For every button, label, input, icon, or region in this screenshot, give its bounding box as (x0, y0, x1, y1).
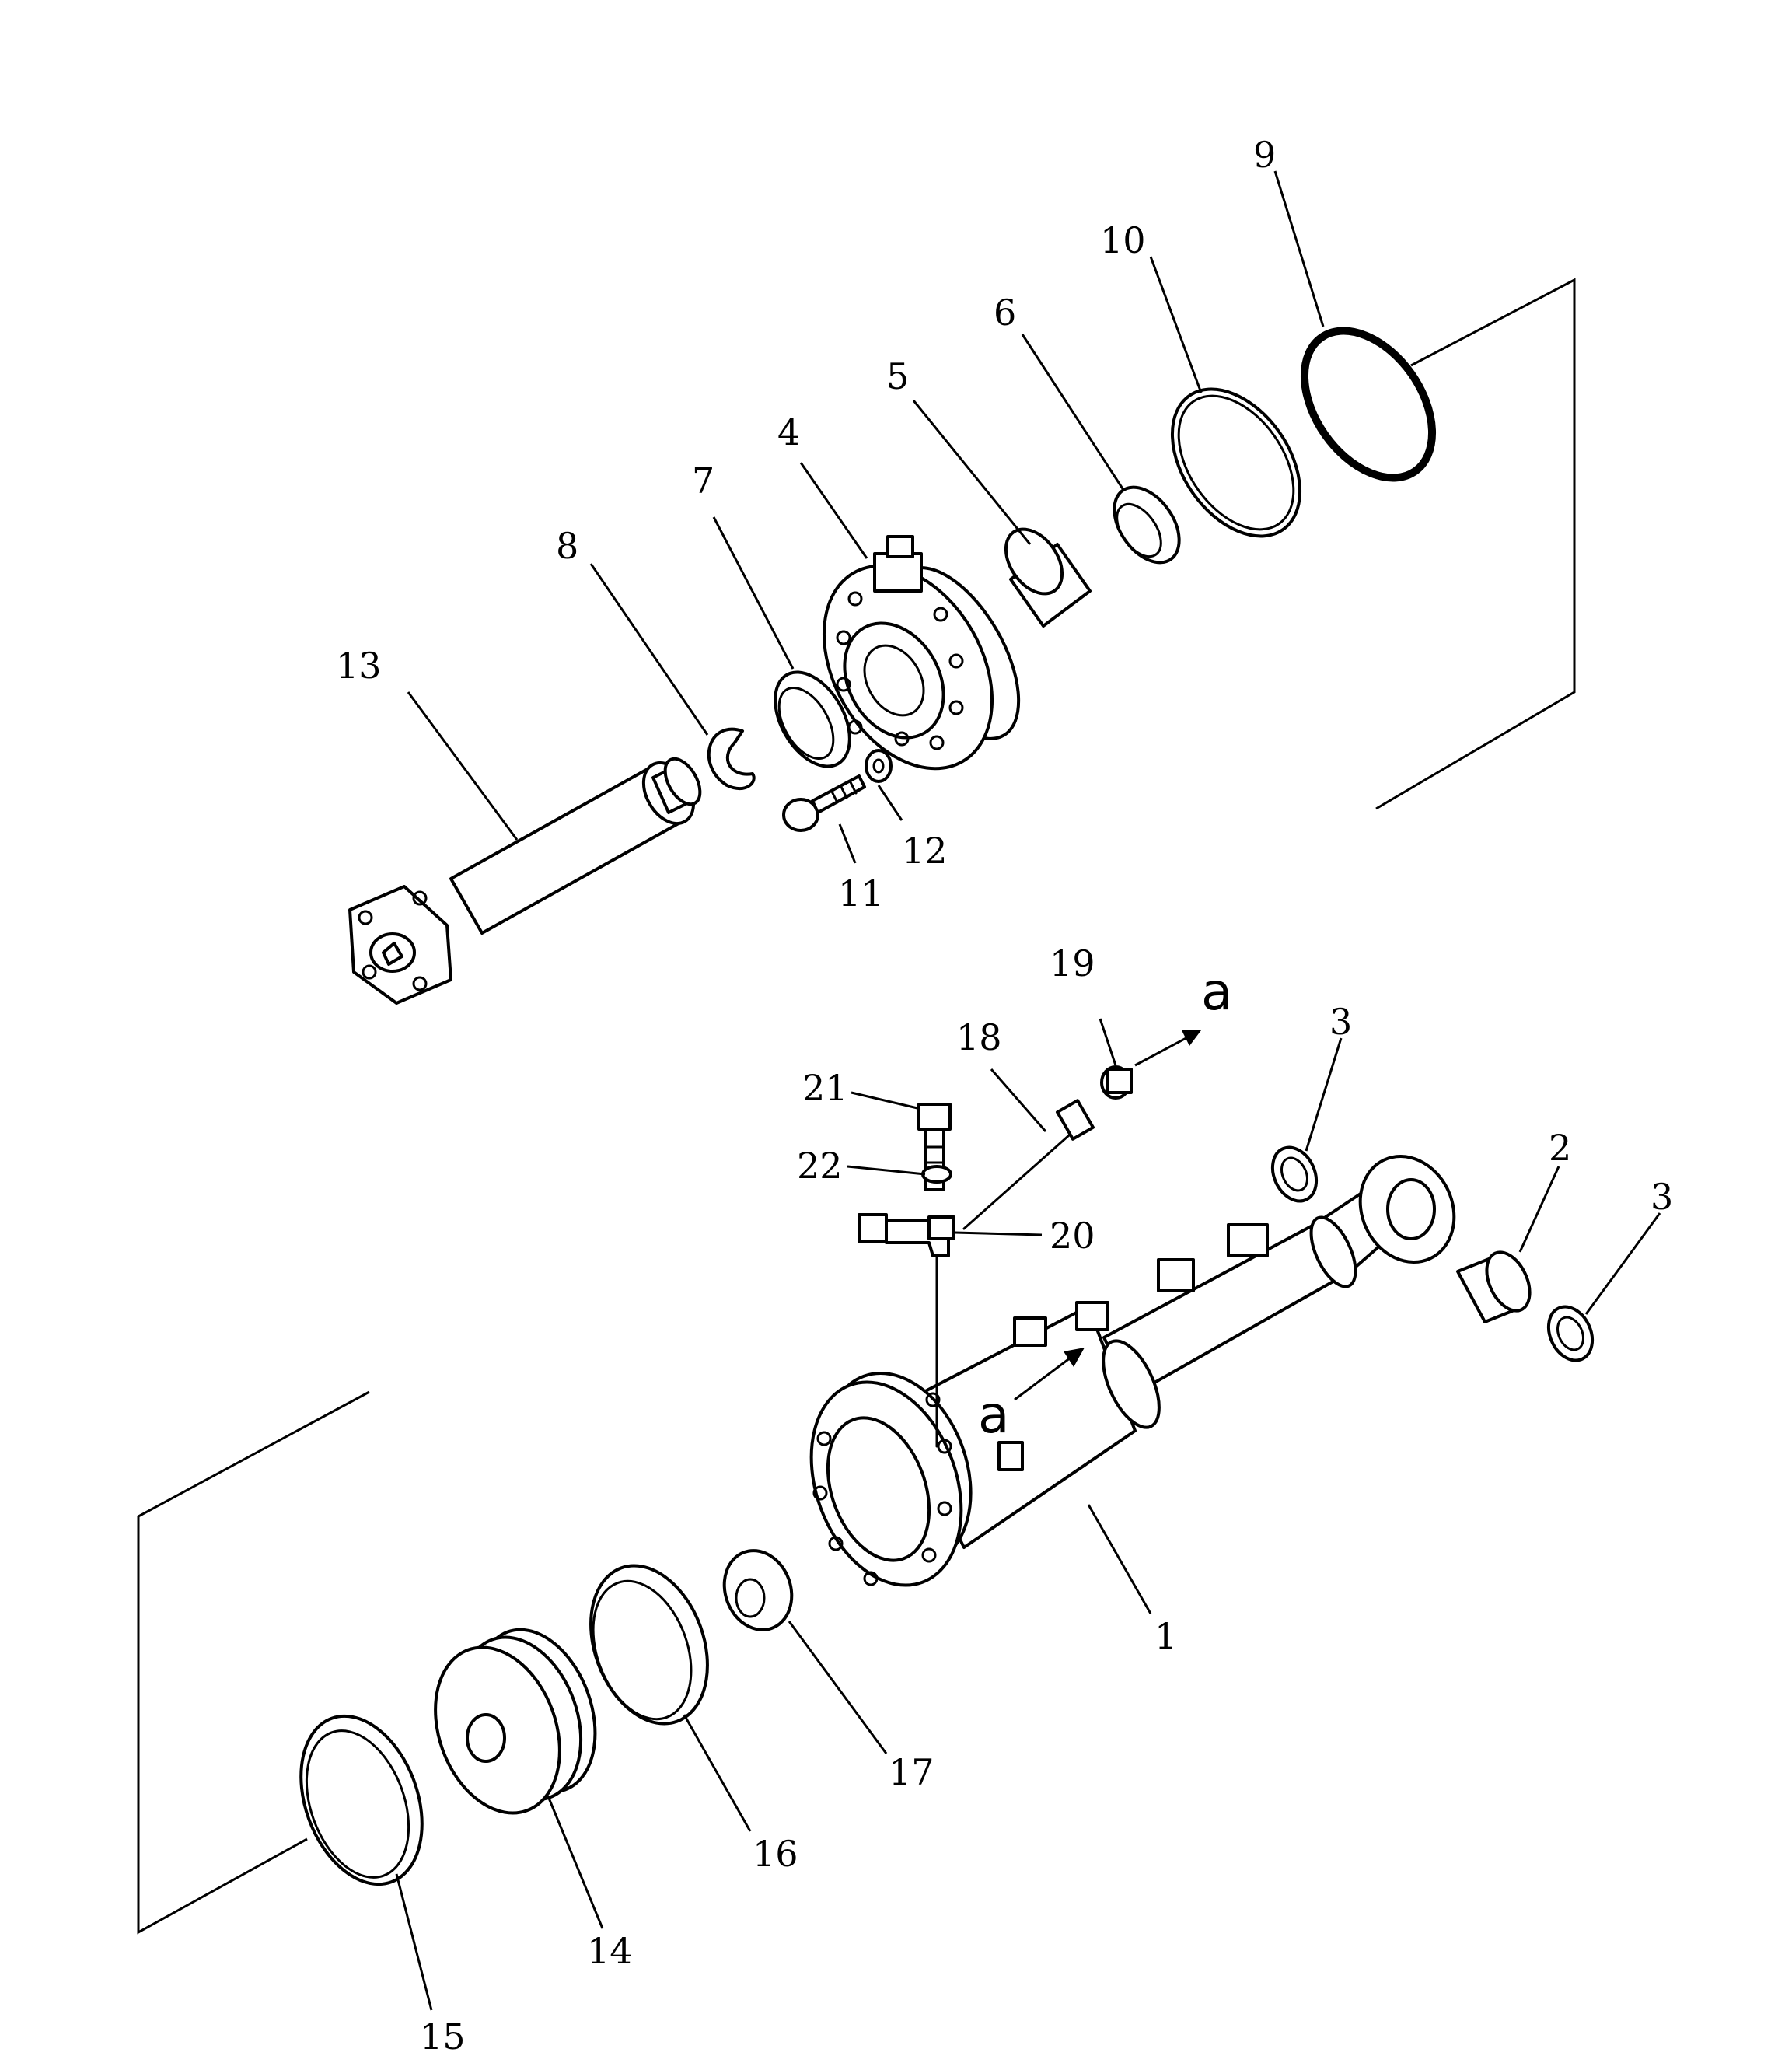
part-9-o-ring (1300, 327, 1437, 482)
callout-12: 12 (902, 830, 948, 872)
callout-10: 10 (1100, 219, 1146, 261)
part-6-bearing (1113, 485, 1181, 565)
part-5-bushing (1004, 527, 1092, 628)
part-4-cylinder-head (822, 535, 1021, 771)
upper-assembly-bracket (1375, 278, 1576, 810)
callout-9: 9 (1253, 134, 1276, 176)
part-2-bushing (1456, 1250, 1532, 1323)
callout-7: 7 (692, 460, 714, 502)
callout-17: 17 (889, 1751, 934, 1793)
part-10-backup-ring (1170, 387, 1302, 538)
part-20-elbow (858, 1213, 955, 1448)
part-1-cylinder-tube (809, 1154, 1456, 1587)
leader-lines (395, 170, 1661, 2011)
callout-14: 14 (587, 1930, 633, 1972)
callout-22: 22 (797, 1145, 843, 1187)
part-17-nut (722, 1549, 794, 1631)
part-12-washer (865, 749, 893, 783)
part-16-wear-ring (589, 1564, 709, 1726)
part-11-bolt (782, 774, 866, 832)
part-8-snap-ring (707, 727, 756, 791)
callout-8: 8 (556, 525, 578, 567)
part-3-dust-seal-lower (1546, 1305, 1595, 1362)
part-22-washer (921, 1165, 952, 1184)
marker-a-body-arrow (1014, 1348, 1085, 1401)
part-18-tube (962, 1099, 1095, 1230)
callout-4: 4 (777, 411, 800, 453)
callout-6: 6 (994, 292, 1016, 334)
callout-3-lower: 3 (1651, 1176, 1673, 1218)
callout-16: 16 (753, 1833, 798, 1875)
callout-3-upper: 3 (1329, 1001, 1352, 1043)
callout-13: 13 (336, 645, 382, 687)
lower-assembly-bracket (137, 1390, 370, 1935)
part-13-piston-rod (348, 757, 702, 1005)
marker-a-body: a (978, 1385, 1009, 1445)
callout-21: 21 (802, 1067, 848, 1109)
part-7-bushing (774, 670, 851, 768)
marker-a-top: a (1201, 962, 1232, 1022)
callout-11: 11 (838, 872, 884, 914)
part-15-seal (299, 1714, 424, 1886)
part-14-piston (434, 1628, 597, 1815)
part-3-dust-seal-upper (1270, 1145, 1319, 1203)
callout-20: 20 (1050, 1215, 1095, 1257)
callout-18: 18 (956, 1016, 1002, 1058)
callout-5: 5 (886, 355, 909, 397)
callout-1: 1 (1154, 1615, 1177, 1657)
marker-a-top-arrow (1134, 1030, 1201, 1067)
callout-15: 15 (420, 2016, 466, 2056)
part-19-fitting (1100, 1065, 1133, 1100)
callout-19: 19 (1050, 942, 1095, 984)
callout-2: 2 (1549, 1127, 1571, 1169)
